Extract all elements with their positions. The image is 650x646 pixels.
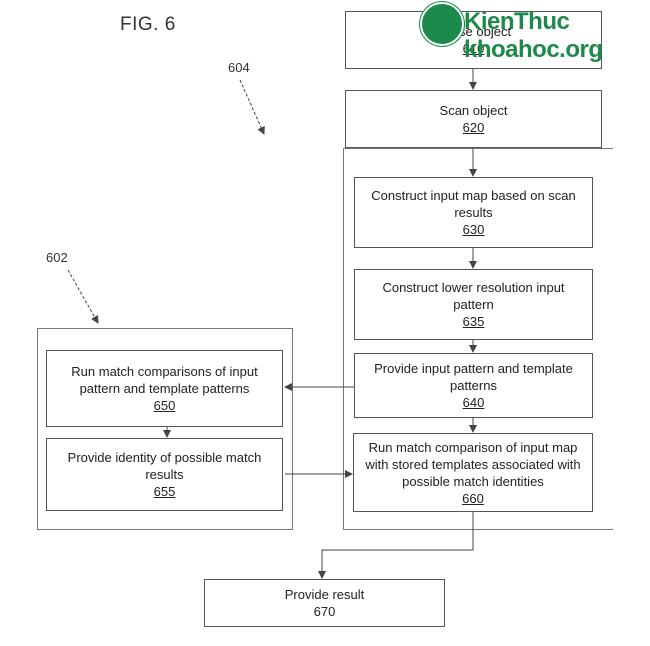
step-670-number: 670 xyxy=(313,604,336,619)
leader-602 xyxy=(67,269,99,324)
step-670-label: Provide result xyxy=(284,587,365,602)
step-630-label: Construct input map based on scan result… xyxy=(371,188,576,220)
watermark-text: KienThuc khoahoc.org xyxy=(464,8,603,63)
watermark-logo: KienThuc khoahoc.org xyxy=(420,2,648,63)
step-630-number: 630 xyxy=(462,222,485,237)
group-602-outline xyxy=(37,328,293,530)
step-640-number: 640 xyxy=(462,395,485,410)
step-620-label: Scan object xyxy=(439,103,508,118)
reference-602: 602 xyxy=(46,250,68,265)
lightbulb-icon xyxy=(420,2,464,46)
figure-title: FIG. 6 xyxy=(120,14,176,35)
step-640-box: Provide input pattern and template patte… xyxy=(354,353,593,418)
step-635-label: Construct lower resolution input pattern xyxy=(382,280,565,312)
step-655-number: 655 xyxy=(153,484,176,499)
step-670-box: Provide result 670 xyxy=(204,579,445,627)
step-620-number: 620 xyxy=(462,120,485,135)
step-610-number: 610 xyxy=(462,41,485,56)
step-655-box: Provide identity of possible match resul… xyxy=(46,438,283,511)
step-640-label: Provide input pattern and template patte… xyxy=(374,361,573,393)
step-655-label: Provide identity of possible match resul… xyxy=(67,450,262,482)
reference-604: 604 xyxy=(228,60,250,75)
step-650-label: Run match comparisons of input pattern a… xyxy=(71,364,258,396)
step-620-box: Scan object 620 xyxy=(345,90,602,148)
step-650-box: Run match comparisons of input pattern a… xyxy=(46,350,283,427)
step-650-number: 650 xyxy=(153,398,176,413)
step-660-number: 660 xyxy=(462,490,484,506)
step-660-label: Run match comparison of input map with s… xyxy=(365,439,581,489)
step-635-number: 635 xyxy=(462,314,485,329)
step-630-box: Construct input map based on scan result… xyxy=(354,177,593,248)
step-660-box: Run match comparison of input map with s… xyxy=(353,433,593,512)
step-635-box: Construct lower resolution input pattern… xyxy=(354,269,593,340)
leader-604 xyxy=(239,79,265,135)
group-604-outline xyxy=(343,148,613,530)
arrow-660-670 xyxy=(318,512,474,579)
